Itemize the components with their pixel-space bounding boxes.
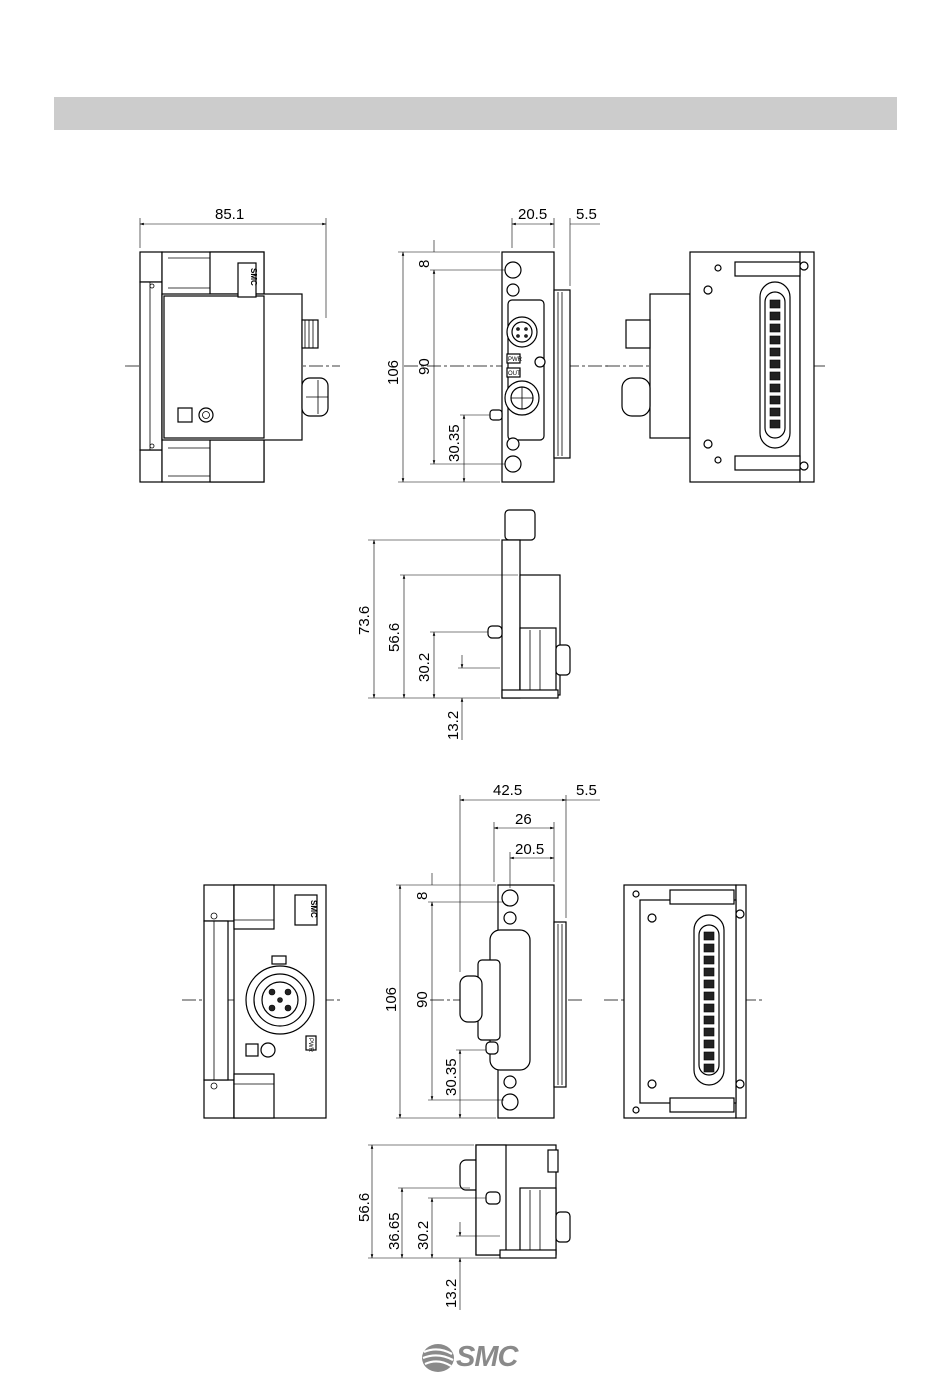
bottom-view-top: 73.6 56.6 30.2 13.2: [356, 510, 570, 740]
dim-top-margin: 8: [416, 260, 433, 268]
dim-bottom-base-top: 13.2: [445, 711, 462, 740]
dim-side-offset-bottom: 5.5: [576, 782, 597, 799]
dim-side-mid-bottom: 26: [515, 811, 532, 828]
brand-name: SMC: [456, 1341, 517, 1374]
dim-bottom-low-top: 30.2: [416, 653, 433, 682]
dim-front-width: 85.1: [215, 206, 244, 223]
dim-height-total: 106: [385, 360, 402, 385]
smc-badge-label-bottom: SMC: [309, 900, 318, 918]
dim-bottom-total-bottom: 56.6: [356, 1193, 373, 1222]
dim-height-pitch-bottom: 90: [414, 991, 431, 1008]
dim-bottom-mid-top: 56.6: [386, 623, 403, 652]
smc-badge-label: SMC: [249, 268, 258, 286]
dim-side-total-bottom: 42.5: [493, 782, 522, 799]
dim-connector-height-bottom: 30.35: [443, 1058, 460, 1096]
side-view-top: PWR OUT 20.5 5.5 106 90 8 30.35: [385, 206, 608, 482]
dim-height-total-bottom: 106: [383, 987, 400, 1012]
out-label-top: OUT: [508, 371, 521, 377]
dim-side-depth: 20.5: [518, 206, 547, 223]
dim-side-offset: 5.5: [576, 206, 597, 223]
side-view-bottom: 42.5 5.5 26 20.5 106 90 8 30.35: [383, 782, 600, 1118]
dim-bottom-low-bottom: 30.2: [415, 1221, 432, 1250]
dim-side-inner-bottom: 20.5: [515, 841, 544, 858]
pwr-label-bottom: PWR: [307, 1038, 313, 1053]
dim-height-pitch: 90: [416, 358, 433, 375]
dim-bottom-total-top: 73.6: [356, 606, 373, 635]
dim-bottom-mid-bottom: 36.65: [386, 1212, 403, 1250]
bottom-view-bottom: 56.6 36.65 30.2 13.2: [356, 1145, 570, 1310]
rear-view-bottom: [604, 885, 762, 1118]
dim-bottom-base-bottom: 13.2: [443, 1279, 460, 1308]
dim-connector-height: 30.35: [446, 424, 463, 462]
front-view-top: SMC 85.1: [125, 206, 340, 482]
terminal-block-top: [770, 300, 780, 428]
rear-view-top: [606, 252, 825, 482]
pwr-label-top: PWR: [508, 357, 523, 363]
front-view-bottom: SMC PWR: [182, 885, 340, 1118]
dim-top-margin-bottom: 8: [414, 892, 431, 900]
